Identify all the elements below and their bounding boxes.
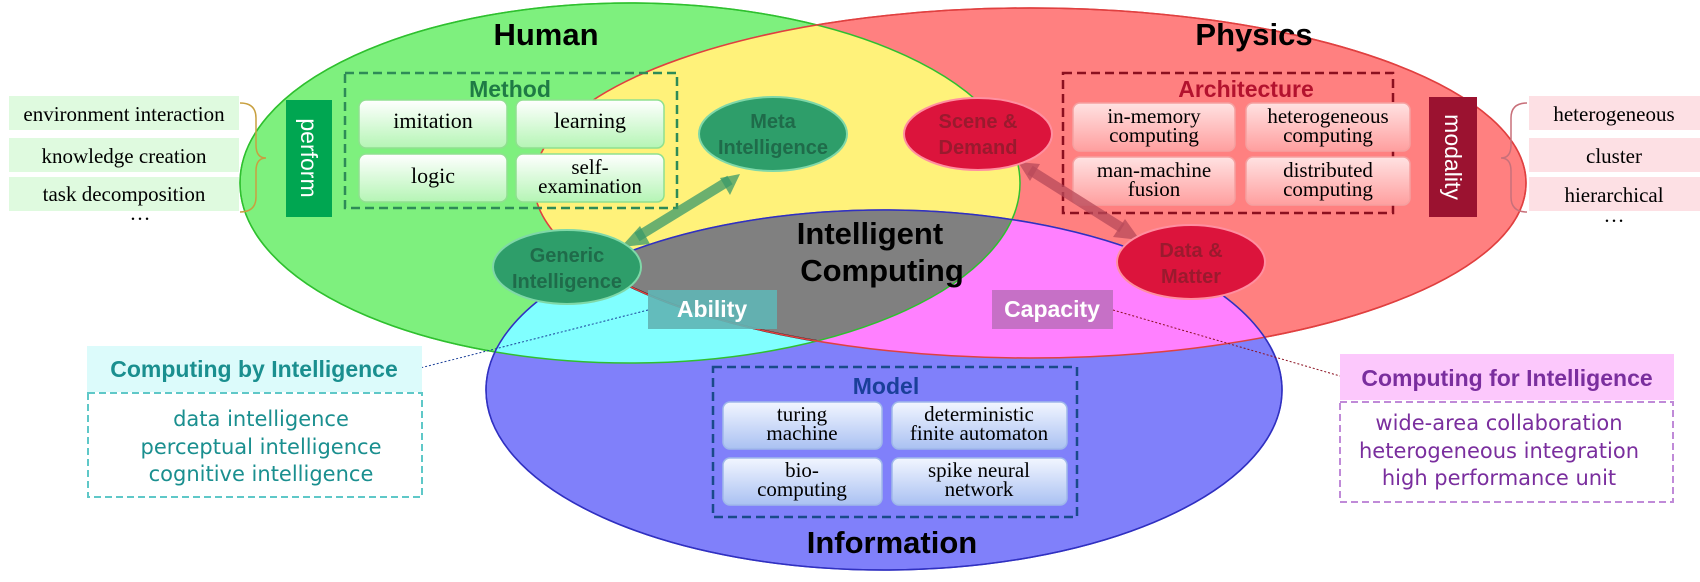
ability-label: Ability xyxy=(677,296,747,322)
capacity-tag: Capacity xyxy=(992,290,1113,329)
architecture-item: heterogeneous computing xyxy=(1245,102,1411,152)
left-list-item: task decomposition xyxy=(43,182,206,206)
arrow-scene-to-data xyxy=(1018,162,1140,240)
computing-for-title: Computing for Intelligence xyxy=(1361,365,1652,391)
perform-label: perform xyxy=(296,118,322,197)
method-item: logic xyxy=(358,153,508,203)
scene-demand-label: Demand xyxy=(939,137,1018,159)
architecture-box: Architecture in-memory computing heterog… xyxy=(1061,71,1411,215)
method-item-label: learning xyxy=(554,108,626,133)
model-item: spike neural network xyxy=(891,457,1068,506)
left-list-item: knowledge creation xyxy=(41,144,207,168)
method-box: Method imitation learning logic self- ex… xyxy=(343,71,679,210)
center-overlap xyxy=(533,210,1020,359)
left-brace xyxy=(239,102,267,213)
data-matter-label: Data & xyxy=(1159,240,1222,262)
architecture-item: in-memory computing xyxy=(1072,102,1236,152)
architecture-item-label: computing xyxy=(1283,177,1373,201)
architecture-item: distributed computing xyxy=(1245,156,1411,206)
model-item-label: machine xyxy=(766,421,837,445)
perform-tag: perform xyxy=(286,100,332,217)
method-item-label: self- xyxy=(571,155,608,179)
architecture-item-label: computing xyxy=(1109,123,1199,147)
right-list-item: hierarchical xyxy=(1564,183,1663,207)
architecture-title: Architecture xyxy=(1178,76,1313,102)
method-item-label: imitation xyxy=(393,108,472,133)
human-title: Human xyxy=(493,17,598,52)
right-list-item: heterogeneous xyxy=(1553,102,1674,126)
method-item: learning xyxy=(515,99,665,149)
generic-intelligence-label: Generic xyxy=(530,245,604,267)
model-item-label: deterministic xyxy=(924,402,1034,426)
generic-intelligence-node: Generic Intelligence xyxy=(492,229,642,305)
computing-by-item: cognitive intelligence xyxy=(149,462,374,486)
data-matter-node: Data & Matter xyxy=(1116,224,1266,300)
model-item-label: network xyxy=(945,477,1014,501)
center-title-line2: Computing xyxy=(800,253,964,288)
capacity-connector xyxy=(1112,309,1341,377)
data-matter-label: Matter xyxy=(1161,266,1221,288)
right-list-ellipsis: … xyxy=(1604,203,1625,227)
model-item: turing machine xyxy=(722,401,883,450)
right-list-item: cluster xyxy=(1586,144,1642,168)
computing-for-item: wide-area collaboration xyxy=(1375,411,1622,435)
right-list: heterogeneous cluster hierarchical … xyxy=(1500,96,1700,227)
architecture-item-label: man-machine xyxy=(1097,158,1211,182)
capacity-label: Capacity xyxy=(1004,296,1100,322)
meta-intelligence-label: Intelligence xyxy=(718,137,828,159)
computing-for-intelligence-panel: Computing for Intelligence wide-area col… xyxy=(1339,354,1674,503)
computing-by-item: perceptual intelligence xyxy=(141,435,382,459)
computing-by-title: Computing by Intelligence xyxy=(110,356,398,382)
ability-tag: Ability xyxy=(648,290,777,329)
left-list: environment interaction knowledge creati… xyxy=(9,96,267,225)
generic-intelligence-label: Intelligence xyxy=(512,271,622,293)
method-title: Method xyxy=(469,76,551,102)
information-title: Information xyxy=(807,525,978,560)
architecture-item: man-machine fusion xyxy=(1072,156,1236,206)
modality-label: modality xyxy=(1440,114,1466,200)
architecture-item-label: fusion xyxy=(1128,177,1181,201)
method-item: self- examination xyxy=(515,153,665,203)
model-item: bio- computing xyxy=(722,457,883,506)
model-item-label: finite automaton xyxy=(910,421,1049,445)
left-list-ellipsis: … xyxy=(130,201,151,225)
meta-intelligence-label: Meta xyxy=(750,111,796,133)
method-item-label: examination xyxy=(538,174,642,198)
model-box: Model turing machine deterministic finit… xyxy=(711,365,1079,519)
computing-for-item: high performance unit xyxy=(1382,466,1616,490)
computing-by-intelligence-panel: Computing by Intelligence data intellige… xyxy=(87,346,423,498)
computing-by-item: data intelligence xyxy=(173,407,349,431)
arrow-meta-to-generic xyxy=(621,174,740,247)
meta-intelligence-node: Meta Intelligence xyxy=(698,96,848,172)
right-brace xyxy=(1500,102,1528,213)
venn-diagram xyxy=(239,2,1527,571)
model-title: Model xyxy=(853,373,919,399)
center-title-line1: Intelligent xyxy=(797,216,943,251)
modality-tag: modality xyxy=(1429,97,1477,217)
architecture-item-label: distributed xyxy=(1283,158,1373,182)
model-item-label: spike neural xyxy=(928,458,1030,482)
computing-for-item: heterogeneous integration xyxy=(1359,439,1639,463)
scene-demand-node: Scene & Demand xyxy=(903,97,1053,171)
architecture-item-label: in-memory xyxy=(1107,104,1201,128)
method-item-label: logic xyxy=(411,163,455,188)
model-item-label: computing xyxy=(757,477,847,501)
model-item-label: turing xyxy=(777,402,828,426)
ability-connector xyxy=(419,309,649,369)
scene-demand-label: Scene & xyxy=(939,111,1018,133)
architecture-item-label: heterogeneous xyxy=(1267,104,1388,128)
architecture-item-label: computing xyxy=(1283,123,1373,147)
method-item: imitation xyxy=(358,99,508,149)
model-item: deterministic finite automaton xyxy=(891,401,1068,450)
model-item-label: bio- xyxy=(785,458,819,482)
left-list-item: environment interaction xyxy=(23,102,225,126)
physics-title: Physics xyxy=(1195,17,1312,52)
